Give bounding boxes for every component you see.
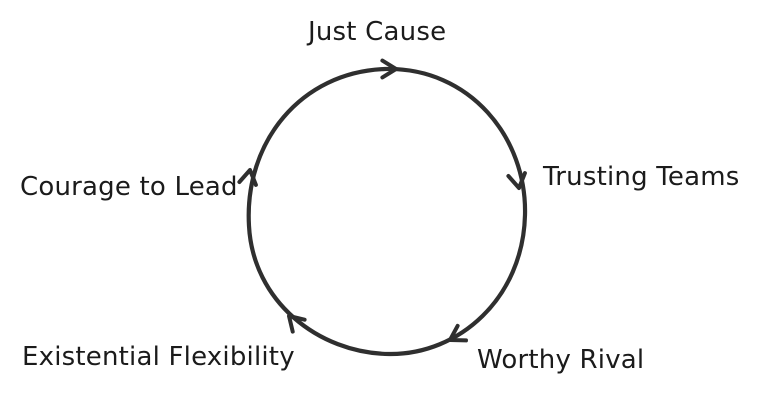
stage-label-just-cause: Just Cause [308, 17, 447, 47]
arrowhead-trusting-teams [506, 171, 527, 190]
stage-label-courage-to-lead: Courage to Lead [20, 172, 238, 202]
cycle-circle [246, 66, 528, 357]
arrowhead-worthy-rival [448, 323, 468, 343]
stage-label-worthy-rival: Worthy Rival [477, 345, 645, 375]
arrowhead-courage-to-lead [237, 168, 258, 187]
arrowhead-existential-flexibility [287, 314, 307, 334]
arrowhead-just-cause [380, 58, 398, 80]
stage-label-existential-flexibility: Existential Flexibility [22, 342, 295, 372]
stage-label-trusting-teams: Trusting Teams [543, 162, 740, 192]
